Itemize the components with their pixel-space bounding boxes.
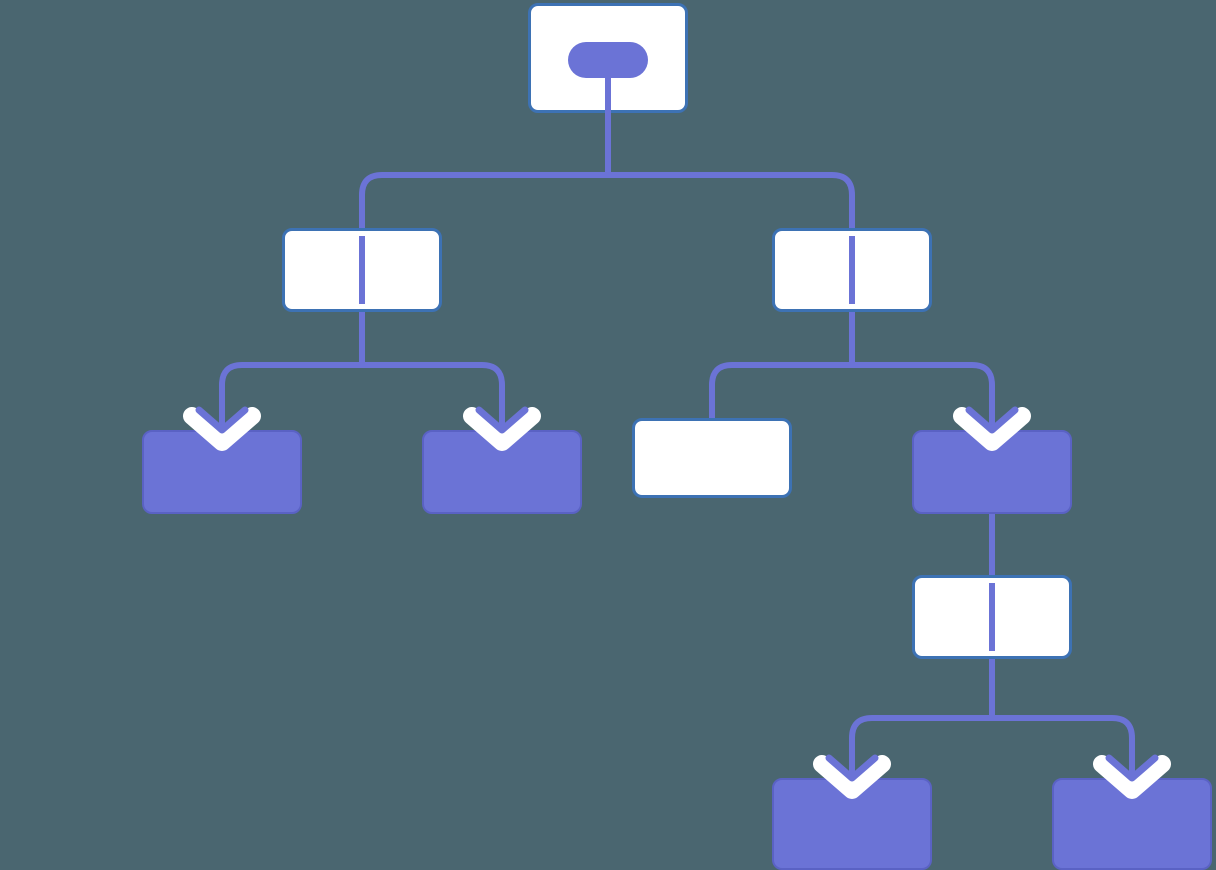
edge-connector xyxy=(989,659,1135,778)
node-inner-connector-stub xyxy=(359,236,365,304)
node-inner-connector-stub xyxy=(989,583,995,651)
edge-connector xyxy=(359,113,611,228)
node-n5[interactable] xyxy=(632,418,792,498)
edge-connector xyxy=(849,312,995,430)
node-n6[interactable] xyxy=(912,430,1072,514)
node-inner-connector-stub xyxy=(849,236,855,304)
edge-connector xyxy=(605,113,855,228)
edge-connector xyxy=(849,659,995,778)
node-n3[interactable] xyxy=(142,430,302,514)
node-n9[interactable] xyxy=(1052,778,1212,870)
edge-connector xyxy=(219,312,365,430)
node-inner-connector-stub xyxy=(605,60,611,113)
node-n8[interactable] xyxy=(772,778,932,870)
node-n4[interactable] xyxy=(422,430,582,514)
edge-connector xyxy=(359,312,505,430)
edge-connector xyxy=(709,312,855,418)
